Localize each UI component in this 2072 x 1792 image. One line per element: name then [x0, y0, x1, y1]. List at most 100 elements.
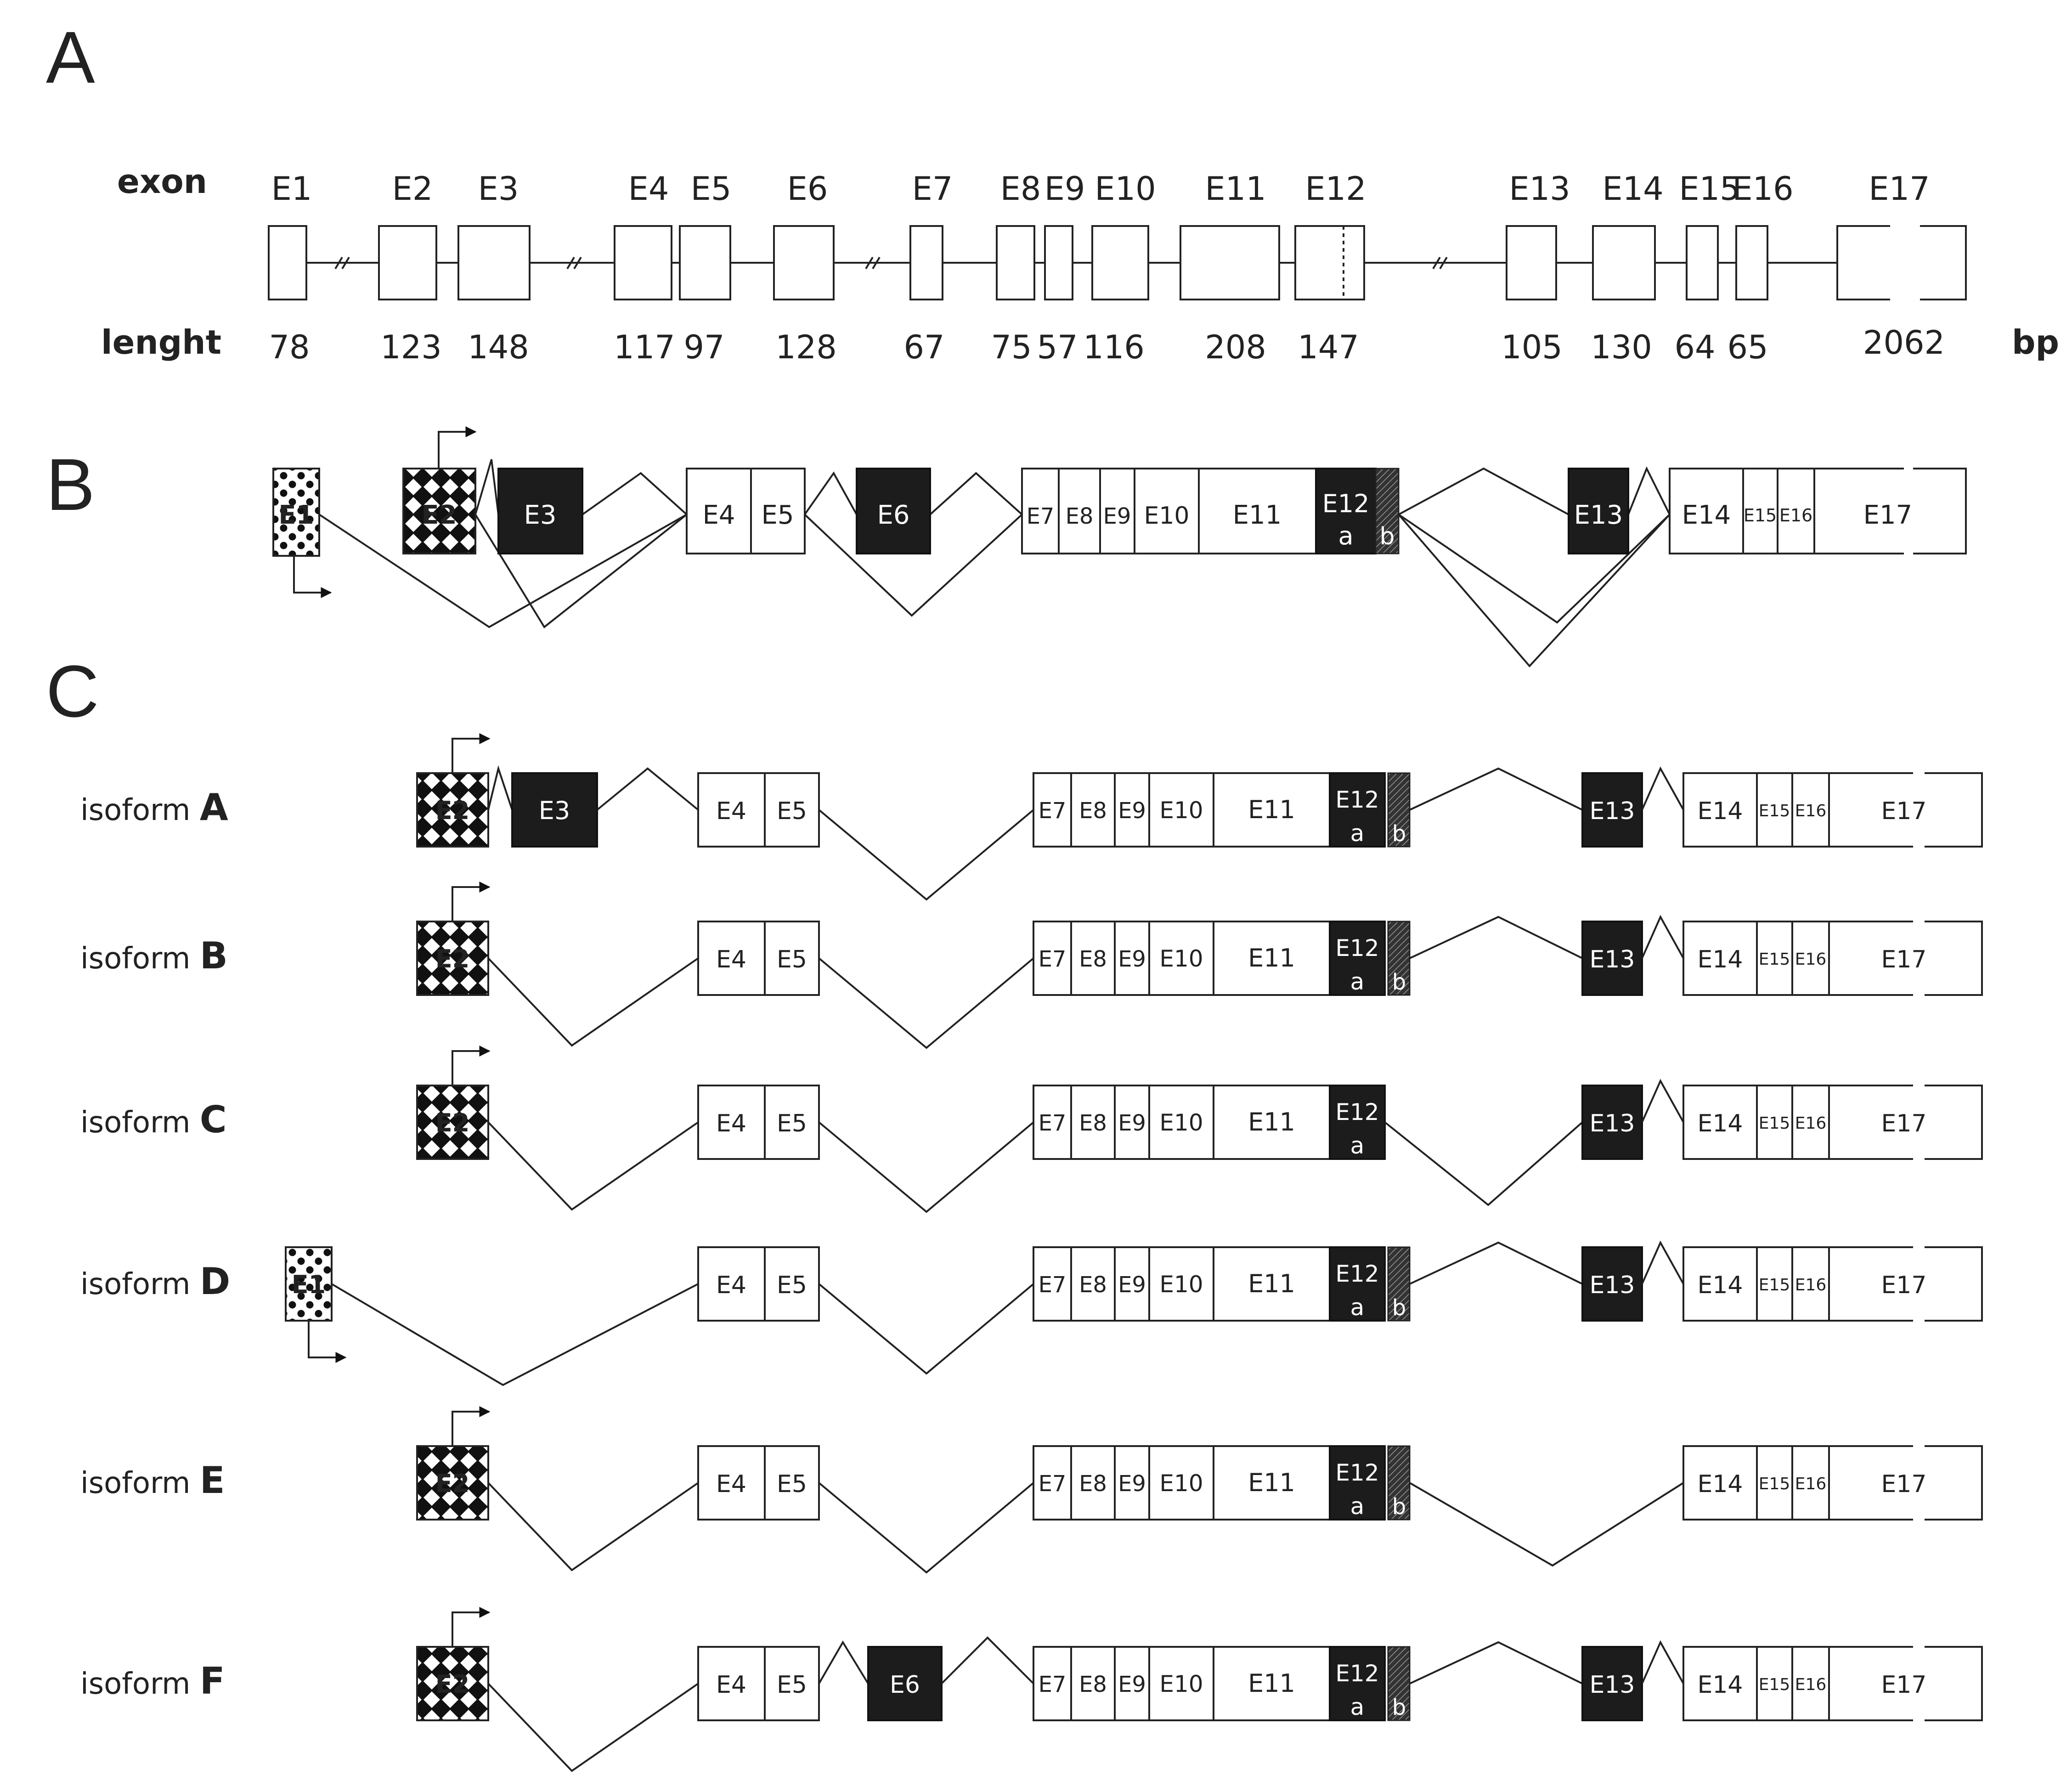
exon-box-e4: [614, 225, 672, 300]
exon-e15-label-d: E15: [1759, 1276, 1790, 1295]
panel-label-a: A: [46, 16, 95, 98]
exon-e14-label-f: E14: [1697, 1671, 1743, 1699]
exon-name-e8: E8: [1000, 170, 1041, 208]
exon-e12a-label-d: a: [1350, 1294, 1365, 1321]
exon-e2-label-e: E2: [435, 1469, 469, 1498]
exon-e12-label-d: E12: [1335, 1261, 1379, 1287]
panel-b: E1 E2 E3 E4 E5 E6 E7 E8 E9 E10 E11 E12 a…: [272, 426, 1967, 668]
panel-label-c: C: [46, 650, 99, 732]
exon-box-e17: [1836, 225, 1967, 300]
isoform-label-d: isoform D: [80, 1260, 230, 1303]
exon-e12a-block-e: [1329, 1445, 1386, 1521]
exon-e11-label-b: E11: [1248, 944, 1295, 972]
exon-e12b-block-b: [1387, 921, 1411, 996]
exon-length-e6: 128: [775, 328, 837, 366]
exon-e5-label-c: E5: [777, 1110, 807, 1137]
exon-e17-label-b: E17: [1881, 946, 1926, 973]
exon-e5-label-b: E5: [777, 946, 807, 973]
exon-e12a-block-a: [1329, 772, 1386, 848]
exon-e2-block-f: [416, 1646, 489, 1721]
exon-e2-label-c: E2: [435, 1108, 469, 1137]
exon-e3-block-a: [511, 772, 598, 848]
exon-box-e7: [909, 225, 943, 300]
exon-box-e8: [996, 225, 1035, 300]
exon-e17-block-b: [1814, 468, 1967, 554]
exon-e12b-label-a: b: [1392, 821, 1406, 847]
exon-e16-block-c: [1791, 1085, 1830, 1160]
exon-e15-block-f: [1756, 1646, 1793, 1721]
exon-e12a-block-b: [1329, 921, 1386, 996]
exon-name-e17: E17: [1869, 170, 1930, 208]
exon-e9-label-a: E9: [1118, 798, 1146, 824]
exon-e14-block-b: [1682, 921, 1758, 996]
exon-e4-label-c: E4: [716, 1110, 746, 1137]
exon-e12b-block-a: [1387, 772, 1411, 848]
exon-e13-label-f: E13: [1589, 1671, 1635, 1699]
exon-length-e14: 130: [1591, 328, 1652, 366]
exon-e1-label-b: E1: [278, 500, 314, 530]
exon-e16-label-d: E16: [1795, 1276, 1827, 1295]
exon-e4-block-c: [697, 1085, 766, 1160]
exon-e14-block-f: [1682, 1646, 1758, 1721]
splice-lines-b: [318, 459, 1671, 668]
exon-e15-label-b: E15: [1759, 950, 1790, 969]
splice-line-e: [487, 1482, 699, 1572]
exon-names-a: E1 E2 E3 E4 E5 E6 E7 E8 E9 E10 E11 E12 E…: [271, 170, 1930, 208]
exon-e17-block-c: [1829, 1085, 1983, 1160]
exon-e12a-label-b: a: [1338, 521, 1353, 550]
exon-name-e2: E2: [392, 170, 433, 208]
exon-e8-block-b: [1070, 921, 1116, 996]
exon-e10-label-b: E10: [1159, 945, 1203, 972]
exon-e12b-label-e: b: [1392, 1494, 1406, 1520]
exon-name-e3: E3: [478, 170, 519, 208]
splice-line-f: [1409, 1641, 1583, 1685]
exon-length-e1: 78: [269, 328, 310, 366]
exon-e16-label-f: E16: [1795, 1675, 1827, 1694]
exon-length-e8: 75: [991, 328, 1032, 366]
exon-e5-label-d: E5: [777, 1272, 807, 1299]
exon-e7-label-b: E7: [1027, 503, 1055, 529]
exon-e2-block-e: [416, 1445, 489, 1521]
exon-box-e16: [1735, 225, 1768, 300]
exon-e2-label-b: E2: [421, 500, 457, 530]
promoter-arrow-e1: [293, 556, 332, 598]
exon-e12a-block-f: [1329, 1646, 1386, 1721]
exon-e5-label-b: E5: [761, 500, 794, 530]
promoter-arrow-e2-b: [452, 882, 491, 921]
exon-e9-label-b: E9: [1118, 946, 1146, 972]
isoform-label-b: isoform B: [80, 934, 228, 977]
exon-e2-label-f: E2: [435, 1670, 469, 1699]
exon-e2-block-b: [402, 468, 476, 554]
exon-e12b-block-b: [1375, 468, 1400, 554]
exon-e1-label-d: E1: [292, 1270, 326, 1299]
exon-e12a-label-b: a: [1350, 968, 1365, 995]
exon-box-e5: [679, 225, 731, 300]
splice-line-f: [818, 1640, 869, 1685]
exon-name-e12: E12: [1305, 170, 1366, 208]
exon-e10-block-b: [1134, 468, 1200, 554]
exon-e12a-label-f: a: [1350, 1694, 1365, 1720]
exon-box-e10: [1091, 225, 1149, 300]
exon-name-e15: E15: [1679, 170, 1740, 208]
exon-e9-block-b: [1099, 468, 1135, 554]
exon-e3-label-a: E3: [539, 796, 570, 825]
splice-line-c: [818, 1121, 1034, 1213]
promoter-arrow-e2-f: [452, 1607, 491, 1647]
exon-e11-block-c: [1213, 1085, 1331, 1160]
exon-e14-block-d: [1682, 1246, 1758, 1322]
exon-length-e3: 148: [468, 328, 529, 366]
exon-e13-label-a: E13: [1589, 797, 1635, 825]
exon-e15-block-c: [1756, 1085, 1793, 1160]
exon-length-e4: 117: [614, 328, 675, 366]
exon-lengths-a: 78 123 148 117 97 128 67 75 57 116 208 1…: [269, 324, 1945, 366]
exon-e7-block-a: [1033, 772, 1072, 848]
exon-e13-block-b: [1568, 468, 1629, 554]
exon-e14-label-b: E14: [1682, 500, 1731, 530]
exon-e12b-label-f: b: [1392, 1695, 1406, 1720]
exon-e7-label-e: E7: [1039, 1471, 1067, 1497]
exon-box-e1: [268, 225, 307, 300]
exon-e9-label-f: E9: [1118, 1672, 1146, 1697]
exon-box-e3: [457, 225, 531, 300]
exon-e12a-label-e: a: [1350, 1493, 1365, 1520]
exon-e17-block-b: [1829, 921, 1983, 996]
